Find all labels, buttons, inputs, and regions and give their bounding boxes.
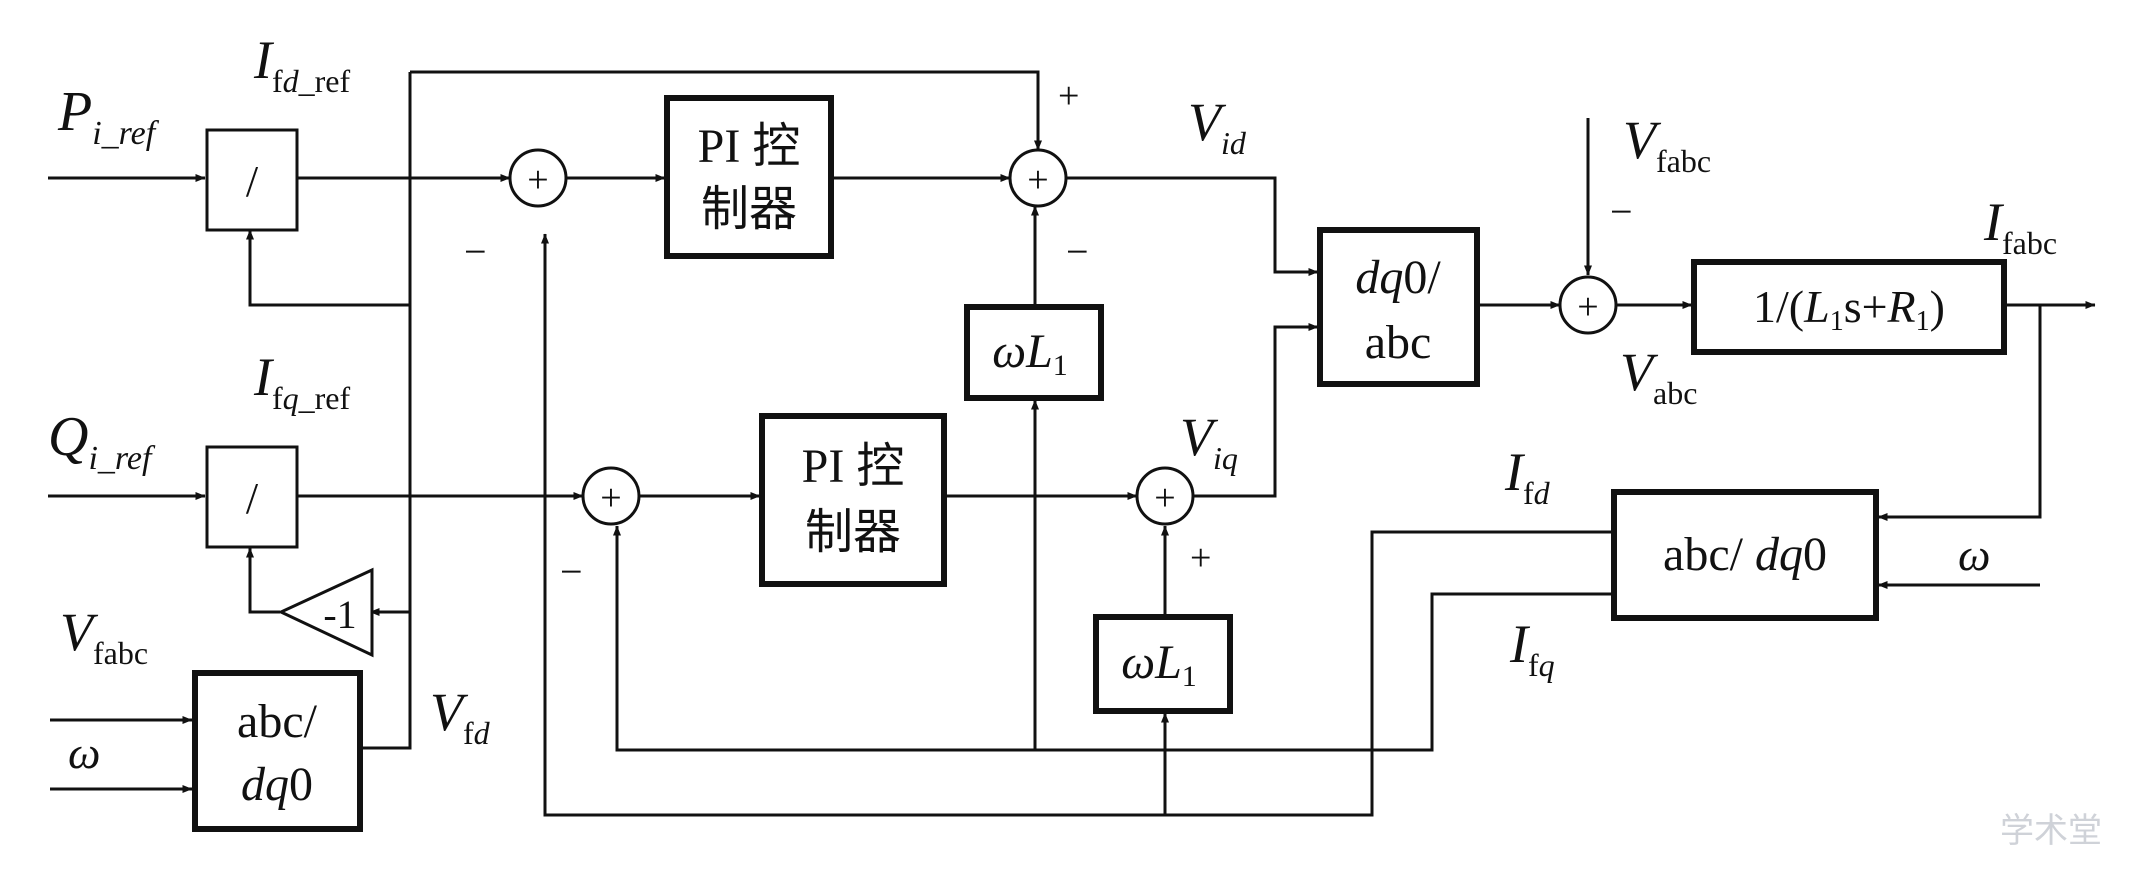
- sum-junction-1: +: [508, 148, 568, 208]
- label-vabc: Vabc: [1620, 342, 1697, 411]
- divide-block-q: /: [205, 445, 299, 549]
- abc-dq0-feedback-block: abc/ dq0: [1611, 489, 1879, 621]
- sign-plus-sum2-top: +: [1058, 75, 1079, 117]
- wire-ifd-feedback: [541, 233, 1612, 817]
- plant-transfer-function: 1/(L1s+R1): [1753, 281, 1945, 337]
- wire-vfd-to-sum-top: [410, 70, 1042, 151]
- pi-controller-q: PI 控 制器: [759, 413, 947, 587]
- dq0-abc-line1: dq0/: [1355, 251, 1441, 304]
- divide-block-p: /: [205, 128, 299, 232]
- omega-l1-block-upper: ωL1: [964, 304, 1104, 401]
- sign-minus-sum1: −: [464, 229, 487, 274]
- divide-q-symbol: /: [246, 474, 259, 523]
- sign-minus-sum2: −: [1066, 229, 1089, 274]
- label-ifq-ref: Ifq_ref: [253, 347, 351, 416]
- dq0-abc-line2: abc: [1365, 316, 1432, 369]
- sum4-plus: +: [1154, 477, 1175, 519]
- sum-junction-2: +: [1008, 148, 1068, 208]
- sign-plus-sum4: +: [1190, 537, 1211, 579]
- sign-minus-sum5: −: [1610, 189, 1633, 234]
- dq0-abc-block: dq0/ abc: [1317, 227, 1480, 387]
- label-ifq: Ifq: [1509, 614, 1555, 683]
- gain-block: -1: [277, 567, 374, 658]
- label-ifd-ref: Ifd_ref: [253, 30, 351, 99]
- wl1-lower-label: ωL1: [1121, 636, 1197, 693]
- sum-junction-4: +: [1135, 466, 1195, 526]
- label-vfabc-input: Vfabc: [60, 602, 148, 671]
- pi-d-line2: 制器: [701, 183, 797, 236]
- pi-controller-d: PI 控 制器: [664, 95, 834, 259]
- wire-ifq-feedback: [613, 525, 1612, 752]
- signal-wires: [48, 70, 2096, 817]
- sign-minus-sum3: −: [560, 549, 583, 594]
- wire-gain-to-divide-q: [246, 547, 280, 614]
- abc-dq0-in-line2: dq0: [241, 758, 313, 811]
- gain-label: -1: [323, 592, 356, 637]
- watermark-text: 学术堂: [2000, 811, 2102, 851]
- wire-vfd-to-divide-p: [246, 229, 410, 307]
- abc-dq0-in-line1: abc/: [237, 695, 318, 748]
- label-ifabc: Ifabc: [1983, 192, 2057, 261]
- pi-d-line1: PI 控: [698, 120, 801, 173]
- pi-q-line2: 制器: [805, 506, 901, 559]
- sum-junction-5: +: [1558, 275, 1618, 335]
- sum5-plus: +: [1577, 286, 1598, 328]
- sum-junction-3: +: [581, 466, 641, 526]
- label-omega-right: ω: [1958, 529, 1990, 580]
- label-vfabc-top: Vfabc: [1623, 110, 1711, 179]
- label-viq: Viq: [1180, 407, 1238, 476]
- sum2-plus: +: [1027, 159, 1048, 201]
- omega-l1-block-lower: ωL1: [1093, 614, 1233, 714]
- wl1-upper-label: ωL1: [992, 325, 1068, 382]
- abc-dq0-feedback-label: abc/ dq0: [1663, 528, 1827, 581]
- wire-viq: [1193, 323, 1319, 498]
- sum3-plus: +: [600, 477, 621, 519]
- pi-q-line1: PI 控: [802, 440, 905, 493]
- plant-block: 1/(L1s+R1): [1691, 259, 2007, 355]
- abc-dq0-input-block: abc/ dq0: [192, 670, 363, 832]
- label-p-ref: Pi_ref: [57, 81, 160, 152]
- label-ifd: Ifd: [1504, 442, 1551, 511]
- label-vid: Vid: [1188, 92, 1247, 161]
- label-q-ref: Qi_ref: [48, 406, 156, 477]
- divide-p-symbol: /: [246, 157, 259, 206]
- sum1-plus: +: [527, 159, 548, 201]
- wire-ifabc-feedback: [1877, 305, 2042, 521]
- label-omega-input: ω: [68, 727, 100, 778]
- label-vfd: Vfd: [430, 682, 491, 751]
- wire-vid: [1066, 176, 1319, 276]
- wire-vfd-bus: [362, 72, 412, 750]
